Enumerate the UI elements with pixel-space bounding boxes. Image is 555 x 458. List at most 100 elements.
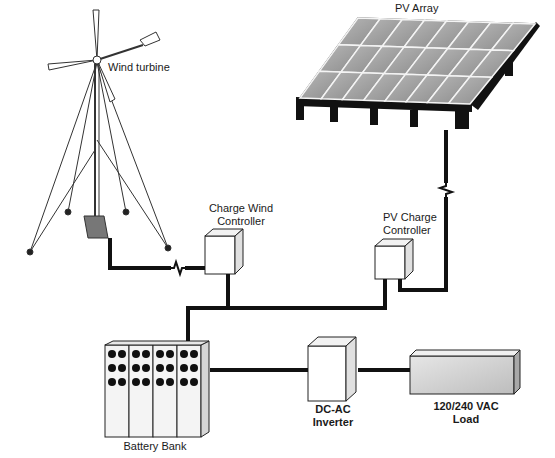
component-label: Battery Bank: [100, 440, 210, 453]
wind-turbine: [27, 10, 171, 255]
wire-break: [171, 261, 185, 275]
battery-cells: [108, 378, 116, 386]
inverter-box: [308, 346, 346, 401]
wind-turbine: [84, 216, 108, 238]
load-box: [514, 350, 520, 394]
wind-turbine: [27, 249, 33, 255]
pv-array: PV Array: [295, 2, 538, 130]
wind-turbine: [94, 62, 96, 222]
charge-controller: Charge Wind Controller: [205, 202, 278, 274]
power-wire: [400, 130, 446, 290]
wire-break: [171, 261, 185, 275]
controller-box: [375, 239, 413, 279]
load-box: [410, 350, 520, 356]
battery-cells: [180, 364, 188, 372]
wind-turbine: [165, 245, 171, 251]
wind-turbine: [93, 10, 99, 60]
component-label: DC-AC Inverter: [308, 403, 358, 429]
battery-cells: [190, 378, 198, 386]
component-label: 120/240 VAC Load: [424, 400, 508, 426]
component-label: Charge Wind Controller: [205, 202, 277, 228]
battery-cells: [156, 378, 164, 386]
battery-cells: [142, 378, 150, 386]
pv-array-frame: [505, 60, 513, 76]
battery-cells: [105, 341, 209, 345]
controller-box: [235, 229, 243, 274]
wind-turbine: [123, 209, 129, 215]
battery-cells: [129, 345, 153, 437]
battery-cells: [105, 345, 129, 437]
wind-turbine: [97, 140, 168, 248]
load-box: [410, 356, 514, 394]
battery-cells: [180, 350, 188, 358]
pv-array-frame: [296, 104, 304, 120]
wind-turbine: [99, 62, 100, 222]
battery-cells: [108, 350, 116, 358]
power-wire: [210, 368, 308, 372]
wind-turbine: [140, 32, 160, 46]
load: 120/240 VAC Load: [410, 349, 522, 429]
battery-cells: [180, 378, 188, 386]
inverter: DC-AC Inverter: [308, 337, 359, 431]
battery-cells: [156, 350, 164, 358]
controller-box: [205, 229, 243, 274]
pv-panel: [300, 18, 535, 104]
pv-array-frame: [455, 111, 469, 129]
wind-turbine: Wind turbine: [22, 8, 182, 238]
wire-break: [440, 183, 452, 197]
battery-cells: [142, 364, 150, 372]
power-wire: [188, 279, 385, 341]
battery-cells: [190, 364, 198, 372]
battery-cells: [166, 350, 174, 358]
battery-cells: [132, 378, 140, 386]
wind-turbine: [65, 209, 71, 215]
wind-turbine: [68, 62, 97, 212]
wind-turbine: [97, 62, 126, 212]
component-label: Wind turbine: [108, 61, 180, 74]
pv-array-frame: [330, 106, 338, 122]
controller-box: [205, 236, 235, 274]
pv-panel: [300, 18, 535, 104]
battery-cells: [118, 350, 126, 358]
battery-bank: Battery Bank: [100, 341, 211, 455]
charge-controller: PV Charge Controller: [375, 211, 447, 279]
wire-break: [439, 183, 453, 197]
battery-cells: [142, 350, 150, 358]
wind-turbine: [93, 56, 101, 64]
load-box: [410, 350, 520, 394]
wire-break: [171, 262, 185, 274]
battery-cells: [132, 350, 140, 358]
pv-array-frame: [470, 22, 540, 110]
battery-cells: [118, 378, 126, 386]
power-wire: [358, 368, 410, 372]
battery-cells: [108, 364, 116, 372]
wind-turbine: [48, 60, 97, 70]
pv-panel: [492, 23, 536, 50]
pv-array-frame: [370, 108, 378, 125]
wind-turbine: [97, 45, 143, 60]
controller-box: [375, 246, 405, 279]
pv-panel: [449, 77, 492, 104]
inverter-box: [308, 337, 356, 401]
power-wire: [110, 238, 205, 268]
battery-cells: [190, 350, 198, 358]
battery-cells: [166, 378, 174, 386]
battery-cells: [105, 341, 209, 437]
battery-cells: [156, 364, 164, 372]
battery-cells: [132, 364, 140, 372]
battery-cells: [177, 345, 201, 437]
component-label: PV Array: [395, 2, 455, 15]
wind-turbine: [30, 150, 95, 252]
battery-cells: [201, 341, 209, 437]
pv-panel: [470, 50, 513, 77]
wire-break: [439, 183, 453, 197]
battery-cells: [118, 364, 126, 372]
battery-cells: [166, 364, 174, 372]
inverter-box: [346, 337, 356, 401]
battery-cells: [153, 345, 177, 437]
controller-box: [405, 239, 413, 279]
